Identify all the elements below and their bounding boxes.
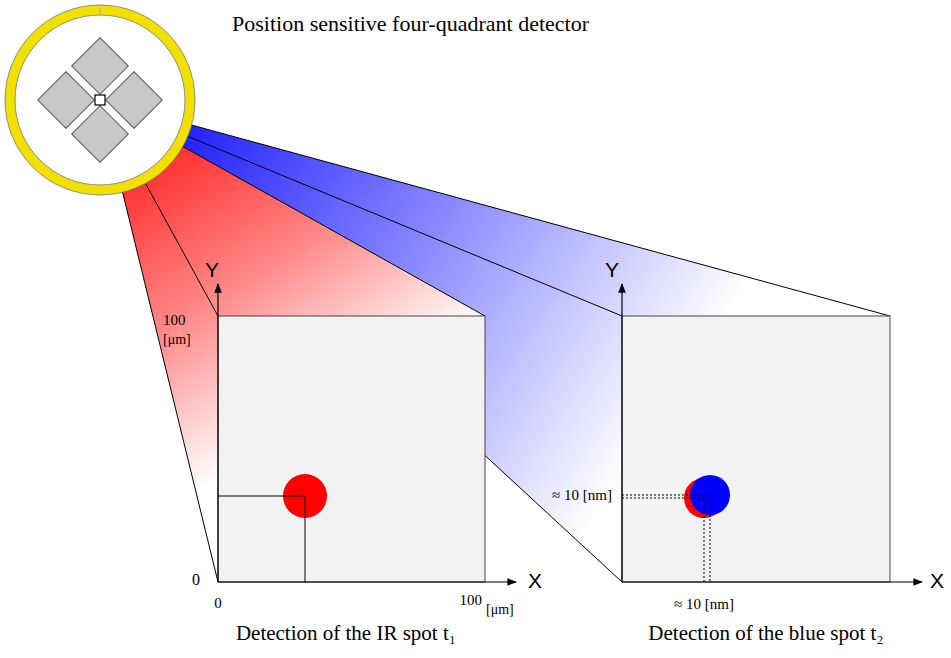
quadrants [38, 38, 162, 162]
axis-value: 100 [460, 592, 483, 609]
axis-name: X [528, 569, 542, 592]
detector-ring [10, 10, 190, 190]
beam-edges [100, 100, 890, 582]
dimension: ≈ 10 [nm] [552, 487, 612, 504]
detector-title: Position sensitive four-quadrant detecto… [232, 12, 589, 36]
axis-value: 0 [214, 595, 222, 612]
panel-caption: Detection of the IR spot t₁ [236, 622, 456, 645]
axis-unit: [μm] [163, 332, 191, 347]
blue-panel [622, 316, 890, 582]
axis-value: 100 [163, 312, 186, 329]
detector-window [95, 95, 105, 105]
panel-caption: Detection of the blue spot t₂ [648, 622, 883, 645]
axis-name: Y [205, 258, 219, 281]
axis-name: Y [605, 258, 619, 281]
axis-unit: [μm] [486, 602, 514, 617]
ir-panel [218, 316, 485, 582]
dimension: ≈ 10 [nm] [674, 596, 734, 613]
axis-name: X [930, 569, 944, 592]
blue-beam [100, 100, 890, 582]
axis-value: 0 [192, 571, 200, 589]
